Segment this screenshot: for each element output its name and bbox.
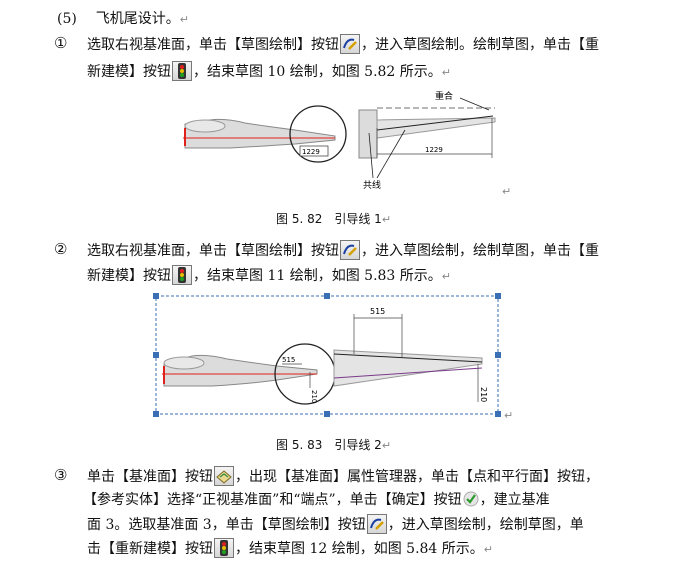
- return-mark: ↵: [179, 13, 189, 26]
- step-3-text-b: ，出现【基准面】属性管理器，单击【点和平行面】按钮，: [235, 469, 599, 485]
- rebuild-icon[interactable]: [172, 61, 192, 81]
- guide-line: [376, 115, 494, 131]
- step-1-text-b: ，进入草图绘制。绘制草图，单击【重: [361, 37, 599, 53]
- dim-small: 1229: [302, 148, 320, 156]
- return-mark: ↵: [381, 439, 392, 452]
- confirm-check-icon[interactable]: [462, 490, 480, 508]
- sketch-icon[interactable]: [366, 514, 387, 534]
- return-mark: ↵: [504, 409, 514, 422]
- step-1-marker: ①: [54, 34, 68, 52]
- step-2-line-2: 新建模】按钮 ，结束草图 11 绘制，如图 5.83 所示。↵: [87, 265, 451, 287]
- guide-purple: [333, 367, 483, 379]
- step-1-line-1: 选取右视基准面，单击【草图绘制】按钮 ，进入草图绘制。绘制草图，单击【重: [87, 34, 599, 55]
- step-3-text-d: ，建立基准: [479, 492, 550, 508]
- rebuild-icon[interactable]: [214, 538, 234, 558]
- return-mark: ↵: [441, 66, 452, 79]
- return-mark: ↵: [381, 213, 392, 226]
- step-2-text-a: 选取右视基准面，单击【草图绘制】按钮: [87, 243, 339, 259]
- step-3-line-3: 面 3。选取基准面 3，单击【草图绘制】按钮 ，进入草图绘制，绘制草图，单: [87, 514, 584, 535]
- dim-210: 210: [479, 387, 488, 402]
- return-mark: ↵: [502, 185, 512, 198]
- step-2-line-1: 选取右视基准面，单击【草图绘制】按钮 ，进入草图绘制，绘制草图，单击【重: [87, 240, 599, 261]
- leader-bottom-1: [368, 132, 374, 179]
- dim-small-210: 210: [310, 390, 318, 403]
- label-collinear: 共线: [363, 179, 381, 191]
- step-3-line-2: 【参考实体】选择“正视基准面”和“端点”，单击【确定】按钮 ，建立基准: [83, 490, 550, 510]
- leader-bottom-2: [376, 129, 406, 179]
- step-3-marker: ③: [54, 466, 68, 484]
- dim-box: [299, 145, 329, 157]
- step-3-text-f: ，进入草图绘制，绘制草图，单: [387, 517, 584, 533]
- rebuild-icon[interactable]: [172, 265, 192, 285]
- heading: (5) 飞机尾设计。↵: [57, 9, 189, 30]
- plane-icon[interactable]: [214, 466, 234, 486]
- figure-5-83-caption: 图 5. 83 引导线 2↵: [276, 436, 391, 453]
- caption-text: 图 5. 83 引导线 2: [276, 438, 382, 452]
- step-3-text-c: 【参考实体】选择“正视基准面”和“端点”，单击【确定】按钮: [83, 492, 462, 508]
- guide-curve: [333, 353, 483, 363]
- return-mark: ↵: [441, 270, 452, 283]
- dim-1229: 1229: [425, 146, 443, 154]
- canopy: [184, 119, 226, 133]
- step-2-text-c: 新建模】按钮: [87, 268, 171, 284]
- step-3-text-a: 单击【基准面】按钮: [87, 469, 213, 485]
- detail-body: [358, 109, 378, 159]
- step-2-marker: ②: [54, 240, 68, 258]
- detail-circle: [289, 105, 347, 163]
- step-1-text-a: 选取右视基准面，单击【草图绘制】按钮: [87, 37, 339, 53]
- caption-text: 图 5. 82 引导线 1: [276, 212, 382, 226]
- step-3-line-4: 击【重新建模】按钮 ，结束草图 12 绘制，如图 5.84 所示。↵: [87, 538, 493, 560]
- canopy: [163, 356, 205, 370]
- step-1-text-c: 新建模】按钮: [87, 64, 171, 80]
- leader-top: [459, 97, 490, 111]
- dim-small-515: 515: [282, 356, 295, 364]
- detail-tail: [333, 349, 483, 387]
- sketch-icon[interactable]: [340, 240, 360, 260]
- heading-text: 飞机尾设计。: [95, 11, 180, 27]
- figure-5-82: 1229 1229 重合 共线: [183, 90, 496, 191]
- dim-515: 515: [370, 307, 385, 316]
- step-1-line-2: 新建模】按钮 ，结束草图 10 绘制，如图 5.82 所示。↵: [87, 61, 451, 83]
- selection-frame: [155, 295, 499, 415]
- return-mark: ↵: [483, 543, 494, 556]
- step-1-text-d: ，结束草图 10 绘制，如图 5.82 所示。: [193, 64, 442, 80]
- step-3-line-1: 单击【基准面】按钮 ，出现【基准面】属性管理器，单击【点和平行面】按钮，: [87, 466, 599, 487]
- sketch-icon[interactable]: [340, 34, 360, 54]
- label-coincident: 重合: [435, 90, 453, 102]
- step-3-text-g: 击【重新建模】按钮: [87, 541, 213, 557]
- step-3-text-h: ，结束草图 12 绘制，如图 5.84 所示。: [235, 541, 484, 557]
- figure-5-83: 515 210 515 210: [153, 293, 501, 417]
- heading-num: (5): [57, 11, 77, 27]
- selection-handles: [153, 293, 501, 417]
- step-3-text-e: 面 3。选取基准面 3，单击【草图绘制】按钮: [87, 517, 366, 533]
- figure-5-82-caption: 图 5. 82 引导线 1↵: [276, 210, 391, 227]
- step-2-text-b: ，进入草图绘制，绘制草图，单击【重: [361, 243, 599, 259]
- step-2-text-d: ，结束草图 11 绘制，如图 5.83 所示。: [193, 268, 442, 284]
